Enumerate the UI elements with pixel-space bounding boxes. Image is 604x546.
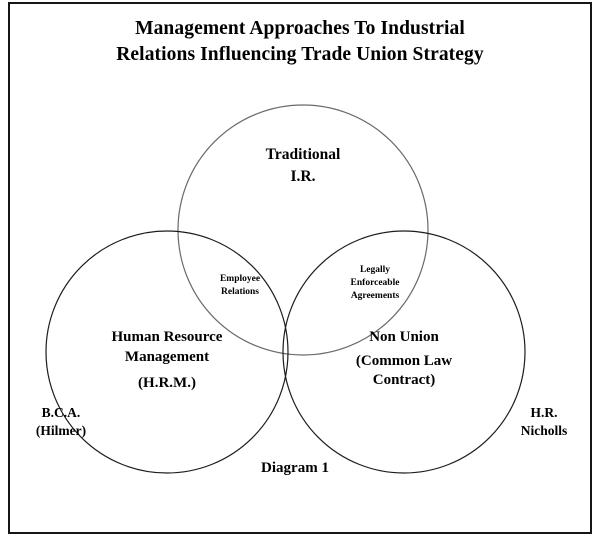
venn-attribution-nicholls-line-2: Nicholls — [520, 422, 568, 438]
venn-label-employee-relations-line-1: Employee — [219, 274, 261, 284]
venn-label-human-resource-management: Human Resource Management (H.R.M.) — [67, 328, 267, 394]
venn-label-traditional-ir-line-1: Traditional — [265, 146, 341, 163]
venn-label-employee-relations: Employee Relations — [180, 273, 300, 299]
venn-label-legal-agreements-line-1: Legally — [359, 265, 391, 275]
venn-attribution-hr-nicholls: H.R. Nicholls — [492, 404, 596, 440]
venn-label-hrm-line-3: (H.R.M.) — [138, 375, 196, 391]
venn-label-hrm-line-1: Human Resource — [111, 329, 223, 345]
figure-title-line-2: Relations Influencing Trade Union Strate… — [116, 44, 484, 66]
venn-attribution-bca-hilmer: B.C.A. (Hilmer) — [6, 404, 116, 440]
venn-attribution-bca-line-2: (Hilmer) — [35, 422, 87, 438]
venn-label-legal-agreements-line-3: Agreements — [350, 290, 400, 301]
venn-label-traditional-ir-line-2: I.R. — [290, 168, 316, 185]
figure-title: Management Approaches To Industrial Rela… — [10, 16, 590, 68]
venn-label-non-union-line-3: Contract) — [372, 372, 436, 388]
venn-label-employee-relations-line-2: Relations — [221, 286, 259, 297]
venn-label-hrm-spacer — [67, 367, 267, 374]
venn-label-hrm-line-2: Management — [124, 348, 210, 365]
venn-label-traditional-ir: Traditional I.R. — [203, 144, 403, 188]
venn-label-non-union: Non Union (Common Law Contract) — [304, 328, 504, 391]
figure-title-line-1: Management Approaches To Industrial — [135, 18, 465, 39]
figure-frame: Management Approaches To Industrial Rela… — [8, 2, 592, 534]
venn-attribution-nicholls-line-1: H.R. — [530, 405, 558, 420]
figure-caption: Diagram 1 — [261, 460, 329, 476]
venn-label-non-union-line-1: Non Union — [369, 329, 439, 345]
venn-label-legal-agreements-line-2: Enforceable — [350, 277, 400, 288]
venn-label-legally-enforceable-agreements: Legally Enforceable Agreements — [320, 264, 430, 302]
venn-attribution-bca-line-1: B.C.A. — [41, 405, 81, 420]
venn-label-non-union-line-2: (Common Law — [355, 352, 453, 369]
